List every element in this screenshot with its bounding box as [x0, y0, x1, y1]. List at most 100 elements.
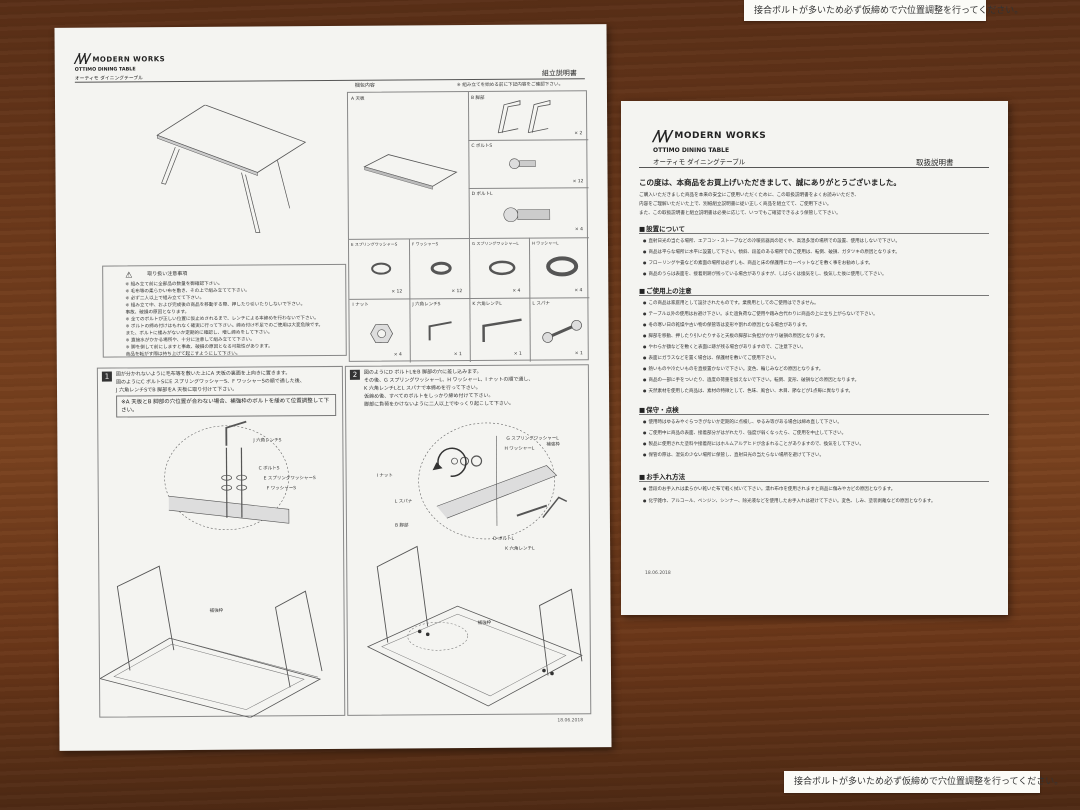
table-hero-drawing	[156, 104, 307, 233]
section-bullet: 保管の際は、湿気の少ない場所に保管し、直射日光の当たらない場所を避けて下さい。	[643, 452, 993, 458]
right-header-rule	[639, 167, 989, 168]
step-2-text: K 六角レンチLとL スパナで本締めを行って下さい。	[363, 384, 481, 392]
intro-line: また、この取扱説明書と組立説明書は必要に応じて、いつでもご確認できるよう保管して…	[639, 211, 841, 216]
right-date: 18.06.2018	[645, 571, 671, 576]
callout: I ナット	[376, 473, 393, 479]
part-qty: × 4	[574, 227, 584, 233]
parts-grid: A 天板 B 脚部 × 2 C ボルトS × 12 D ボルトL × 4 E ス…	[346, 90, 590, 363]
right-doc-title: 取扱説明書	[916, 158, 954, 167]
thank-you-lead: この度は、本商品をお買上げいただきまして、誠にありがとうございました。	[639, 178, 901, 187]
step-1-panel: 1 図が分かれないように毛布等を敷いた上にA 天板の裏面を上向きに置きます。 図…	[96, 365, 346, 719]
intro-line: 内容をご理解いただいた上で、別紙組立説明書に従い正しく商品を組立てて、ご使用下さ…	[639, 202, 832, 207]
callout: L スパナ	[394, 499, 413, 505]
section-bullet: 普段のお手入れは柔らかい乾いた布で軽く拭いて下さい。濡れ布巾を使用されますと商品…	[643, 486, 993, 492]
hex-wrench-s-drawing	[428, 321, 452, 341]
part-label: E スプリングワッシャーS	[350, 241, 398, 247]
callout: 補強枠	[477, 620, 492, 626]
part-qty: × 1	[513, 351, 522, 357]
step-1-text: 図のようにC ボルトSにE スプリングワッシャーS、F ワッシャーSの順で通した…	[115, 378, 305, 386]
step-1-text: J 六角レンチSでB 脚部をA 天板に取り付けて下さい。	[115, 386, 238, 394]
caution-title: 取り扱い注意事項	[147, 271, 188, 278]
left-product-en: OTTIMO DINING TABLE	[74, 67, 136, 73]
section-title: 保守・点検	[639, 404, 679, 414]
nut-drawing	[370, 324, 394, 344]
parts-note: ※ 組み立てを始める前に下記内容をご確認下さい。	[456, 82, 564, 89]
step-2-drawing	[366, 422, 583, 707]
right-logo: /\/\/ MODERN WORKS	[653, 127, 766, 145]
section-bullet: 化学雑巾、アルコール、ベンジン、シンナー、除光液などを使用したお手入れは避けて下…	[643, 498, 993, 504]
section-bullet: 熱いものや冷たいものを直接置かないで下さい。変色、輪じみなどの原因となります。	[643, 366, 993, 372]
washer-l-drawing	[546, 256, 579, 277]
part-qty: × 1	[574, 351, 583, 357]
part-qty: × 4	[574, 288, 583, 294]
part-qty: × 4	[393, 352, 402, 358]
part-label: L スパナ	[532, 301, 550, 307]
left-doc-title: 組立説明書	[541, 69, 577, 78]
section-bullet: 商品の一部に手をついたり、過度の荷重を加えないで下さい。転倒、変形、破損などの原…	[643, 377, 993, 383]
callout: K 六角レンチL	[505, 546, 535, 552]
caution-box: ⚠ 取り扱い注意事項 ※ 組み立て前に全部品の数量を御確認下さい。 ※ 毛布等の…	[102, 263, 347, 358]
caution-line: 商品を転がす際は持ち上げて起こすようにして下さい。	[125, 351, 241, 358]
section-rule	[639, 233, 989, 234]
part-label: B 脚部	[470, 95, 485, 102]
section-bullet: フローリングや畳などの素面の場所は必ずしも、商品と床の保護用にカーペットなどを敷…	[643, 260, 993, 266]
section-bullet: 表面にガラスなどを置く場合は、保護材を敷いてご使用下さい。	[643, 355, 993, 361]
right-product-en: OTTIMO DINING TABLE	[653, 147, 730, 154]
callout: J 六角レンチS	[253, 438, 282, 444]
part-qty: × 4	[512, 288, 521, 294]
section-bullet: 直射日光の当たる場所、エアコン・ストーブなどの冷暖房器具の近くや、高温多湿の場所…	[643, 238, 993, 244]
step-1-note: ※A 天板とB 脚部の穴位置が合わない場合、補強枠のボルトを緩めて位置調整して下…	[116, 393, 337, 418]
brand-mark-icon: /\/\/	[74, 51, 89, 67]
section-bullet: テーブル以外の使用はお避け下さい。また過負荷なご使用や踏み台代わりに商品の上に立…	[643, 311, 993, 317]
brand-mark-icon: /\/\/	[653, 127, 672, 145]
right-product-jp: オーティモ ダイニングテーブル	[653, 158, 746, 166]
spanner-drawing	[542, 319, 582, 343]
step-1-drawing	[98, 420, 323, 719]
part-label: D ボルトL	[471, 191, 493, 198]
right-brand-name: MODERN WORKS	[674, 131, 767, 141]
handling-instructions-sheet: /\/\/ MODERN WORKS OTTIMO DINING TABLE オ…	[621, 101, 1008, 615]
part-label: F ワッシャーS	[411, 241, 439, 247]
step-2-text: 図のようにD ボルトLをB 脚部の穴に差し込みます。	[363, 368, 482, 376]
section-bullet: 使用時はゆるみやぐらつきがないか定期的に点検し、ゆるみ等がある場合は締め直して下…	[643, 419, 993, 425]
section-bullet: 冬の寒い日の乾燥や古い物の保管等は変形や割れの原因となる場合があります。	[643, 322, 993, 328]
section-bullet: 商品のうらは表面を、接着剤跡が残っている場合がありますが、しばらくは換気をし、換…	[643, 271, 993, 277]
step-2-text: その後、G スプリングワッシャーL、H ワッシャーL、I ナットの順で通し、	[363, 376, 534, 384]
step-2-panel: 2 図のようにD ボルトLをB 脚部の穴に差し込みます。 その後、G スプリング…	[344, 364, 592, 716]
part-qty: × 2	[574, 131, 583, 137]
leg-part-drawing	[497, 99, 551, 134]
section-bullet: 脚部を移動、押したり引いたりすると天板の脚部に負担がかかり破損の原因となります。	[643, 333, 993, 339]
section-rule	[639, 481, 989, 482]
section-title: お手入れ方法	[639, 471, 685, 481]
part-label: C ボルトS	[471, 143, 493, 150]
section-rule	[639, 295, 989, 296]
section-rule	[639, 414, 989, 415]
top-label-text: 接合ボルトが多いため必ず仮締めで穴位置調整を行ってください。	[754, 6, 1024, 16]
callout: D ボルトL	[493, 536, 514, 542]
part-qty: × 12	[451, 289, 463, 295]
tabletop-part-drawing	[363, 154, 458, 190]
parts-heading: 梱包内容	[354, 82, 375, 89]
step-1-number: 1	[101, 371, 112, 382]
callout: 補強枠	[546, 442, 560, 448]
left-brand-name: MODERN WORKS	[92, 54, 166, 64]
spring-washer-l-drawing	[488, 260, 516, 276]
part-qty: × 12	[572, 179, 584, 185]
part-label: A 天板	[350, 96, 365, 102]
part-label: G スプリングワッシャーL	[471, 240, 519, 247]
top-label-strip: 接合ボルトが多いため必ず仮締めで穴位置調整を行ってください。	[744, 0, 1023, 21]
section-title: 設置について	[639, 223, 685, 233]
section-bullet: やわらか額などを敷くと表面に跡が残る場合がありますので、ご注意下さい。	[643, 344, 993, 350]
section-bullet: ご使用中に商品の表面、接着部分がはがれたり、強度が弱くなったら、ご使用を中止して…	[643, 430, 993, 436]
section-bullet: 商品は平らな場所に水平に設置して下さい。傾斜、段差のある場所でのご使用は、転倒、…	[643, 249, 993, 255]
left-logo: /\/\/ MODERN WORKS	[75, 51, 166, 67]
callout: E スプリングワッシャーS	[263, 476, 316, 482]
part-label: J 六角レンチS	[412, 302, 441, 308]
callout: F ワッシャーS	[266, 486, 297, 492]
bottom-label-text: 接合ボルトが多いため必ず仮締めで穴位置調整を行ってください。	[794, 777, 1064, 787]
section-bullet: 製品に使用された塗料や接着剤にはホルムアルデヒドが含まれることがありますので、換…	[643, 441, 993, 447]
bolt-s-drawing	[509, 158, 536, 170]
warning-icon: ⚠	[125, 270, 133, 280]
part-qty: × 1	[453, 352, 462, 358]
part-label: K 六角レンチL	[472, 301, 502, 308]
